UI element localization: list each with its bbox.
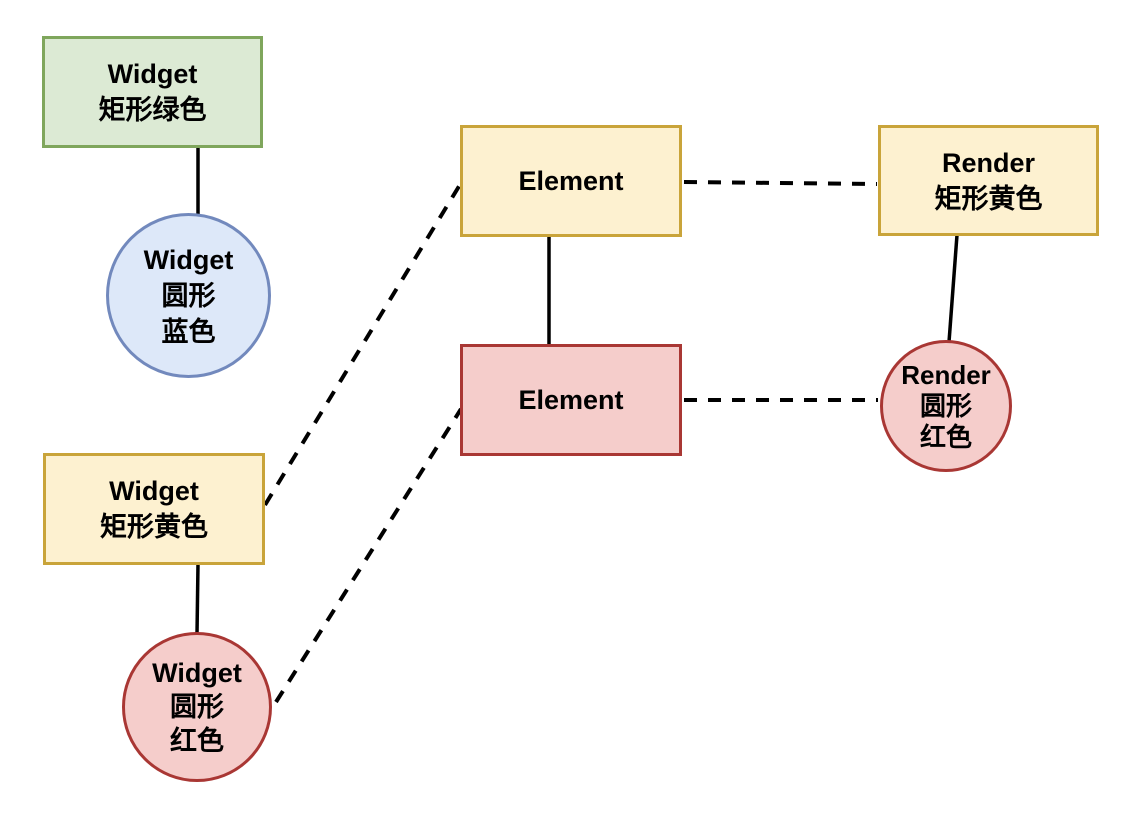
node-label-line: Widget [109,476,199,506]
node-label-line: 矩形黄色 [100,512,208,542]
edge-widget-rect-yellow--element-yellow [263,181,463,507]
node-label-line: Widget [107,59,198,89]
node-label-line: 圆形 [919,390,972,421]
node-label-line: 蓝色 [161,316,216,347]
node-element-red[interactable]: Element [460,344,682,456]
node-label-line: 圆形 [170,692,224,722]
node-label-line: Element [518,385,624,415]
node-label-line: 圆形 [161,280,216,311]
node-label-line: 红色 [170,726,224,756]
node-label-line: Widget [152,658,242,688]
node-widget-circle-blue[interactable]: Widget 圆形 蓝色 [106,213,271,378]
node-render-rect-yellow[interactable]: Render 矩形黄色 [878,125,1099,236]
node-widget-circle-red[interactable]: Widget 圆形 红色 [122,632,272,782]
node-widget-rect-green[interactable]: Widget 矩形绿色 [42,36,263,148]
node-label-line: Element [518,166,624,196]
node-label-line: 红色 [919,421,972,452]
node-label-line: 矩形黄色 [934,183,1043,214]
edge-render-rect-yellow--render-circle-red [947,234,959,343]
edge-widget-circle-red--element-red [274,407,463,704]
node-render-circle-red[interactable]: Render 圆形 红色 [880,340,1012,472]
edge-element-yellow--render-rect-yellow [683,180,878,186]
node-label-line: Widget [143,244,234,275]
node-element-yellow[interactable]: Element [460,125,682,237]
node-label-line: Render [901,359,991,390]
node-widget-rect-yellow[interactable]: Widget 矩形黄色 [43,453,265,565]
node-label-line: 矩形绿色 [98,95,207,125]
node-label-line: Render [941,147,1036,178]
edge-widget-rect-yellow--widget-circle-red [195,563,200,635]
